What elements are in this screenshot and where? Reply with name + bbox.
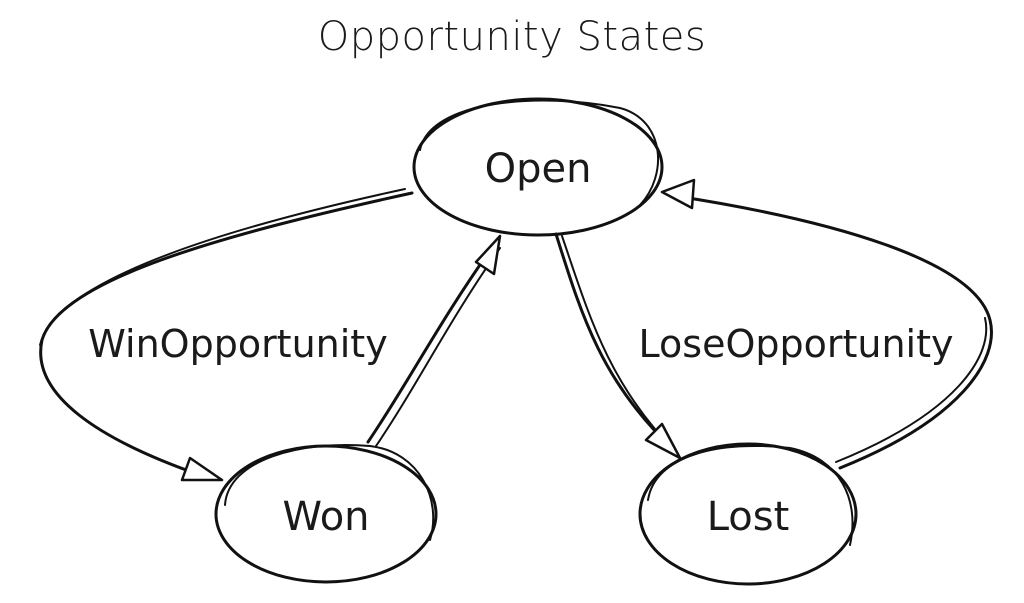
state-lost: Lost <box>638 442 858 586</box>
state-open: Open <box>412 97 664 237</box>
edge-won-to-open <box>366 234 502 447</box>
state-lost-label: Lost <box>707 494 790 540</box>
arrowhead-to-open-from-won <box>474 234 502 276</box>
edge-open-to-won <box>39 188 414 482</box>
state-won: Won <box>214 444 438 584</box>
arrowhead-to-won <box>180 456 224 482</box>
diagram-title: Opportunity States <box>317 14 707 60</box>
edge-open-to-lost <box>554 232 682 460</box>
state-open-label: Open <box>485 146 592 192</box>
transition-win-label: WinOpportunity <box>88 322 387 366</box>
arrowhead-to-lost <box>644 422 682 460</box>
arrowhead-to-open-from-lost <box>660 178 696 210</box>
edge-lost-to-open <box>660 178 993 470</box>
state-won-label: Won <box>282 494 369 540</box>
transition-lose-label: LoseOpportunity <box>639 322 954 366</box>
